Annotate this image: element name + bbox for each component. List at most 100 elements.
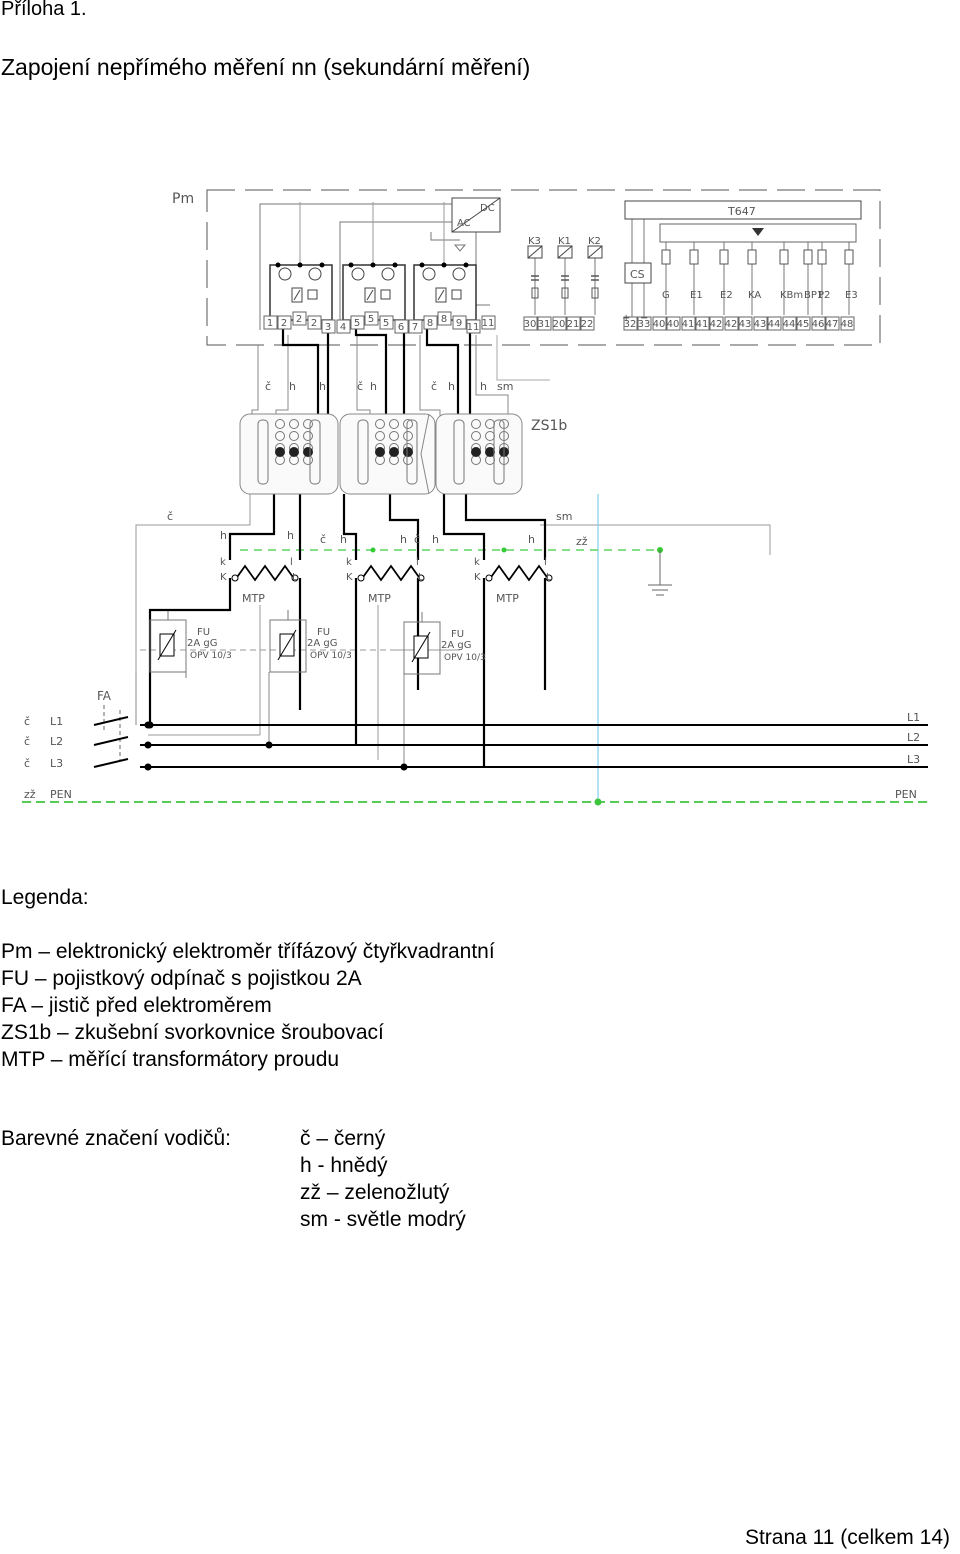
- terminal-box: [263, 315, 278, 330]
- io-label: KBm: [780, 290, 803, 301]
- junction-dot: [144, 741, 152, 749]
- terminal-box: [336, 319, 351, 334]
- aux-supply-wire: [339, 221, 452, 330]
- dc-label: DC: [480, 203, 495, 214]
- terminal-box: [767, 316, 782, 331]
- diagram-static-lines: [22, 189, 928, 806]
- terminal-box: [466, 319, 481, 334]
- terminal-number: 33: [638, 319, 651, 330]
- diagram-blocks: [149, 197, 862, 675]
- earth-dot: [501, 547, 507, 553]
- current-wire: [281, 320, 320, 418]
- terminal-box: [321, 319, 336, 334]
- junction-dot: [275, 262, 281, 268]
- fuse-rating: 2A gG: [307, 638, 337, 649]
- wire-color-label: sm: [497, 380, 513, 393]
- terminal-number: 8: [427, 318, 433, 329]
- wire-color-label: h: [340, 533, 347, 546]
- ct-terminal-l: l: [290, 557, 293, 568]
- voltage-coil-icon: [308, 267, 322, 281]
- io-resistor: [803, 249, 813, 265]
- zs1b-section: [339, 413, 436, 495]
- ct-terminal: [417, 574, 425, 582]
- terminal-screw-dark: [389, 447, 399, 457]
- t647-module: [624, 200, 862, 220]
- relay-label-k1: K1: [558, 236, 571, 247]
- sensor-diagonal: [437, 289, 445, 301]
- sensor-diagonal: [293, 289, 301, 301]
- relay-diagonal: [527, 245, 543, 259]
- junction-dot: [463, 262, 469, 268]
- wire-color-label: č: [414, 533, 420, 546]
- legend-title: Legenda:: [1, 886, 89, 909]
- junction-dot: [419, 262, 425, 268]
- terminal-box: [423, 315, 438, 330]
- terminal-box: [811, 316, 826, 331]
- terminal-box: [307, 315, 322, 330]
- ct-terminal-L: L: [546, 572, 552, 583]
- legend-item-pm: Pm – elektronický elektroměr třífázový č…: [1, 940, 495, 963]
- terminal-number: 46: [812, 319, 825, 330]
- wire: [419, 335, 441, 418]
- terminal-number: 47: [826, 319, 839, 330]
- junction-dot: [144, 763, 152, 771]
- sensor-box: [364, 287, 376, 303]
- line-name-label-right: L2: [907, 731, 920, 744]
- terminal-number: 2: [281, 318, 287, 329]
- terminal-number: 11: [482, 318, 495, 329]
- current-coil-icon: [278, 267, 292, 281]
- fuse-box: [149, 619, 187, 673]
- terminal-screw: [303, 419, 313, 429]
- legend-item-zs1b: ZS1b – zkušební svorkovnice šroubovací: [1, 1021, 384, 1044]
- relay-resistor: [591, 287, 599, 299]
- aux-supply-wire: [259, 203, 452, 330]
- ct-terminal: [357, 574, 365, 582]
- junction-dot: [265, 741, 273, 749]
- wire-color-label: h: [448, 380, 455, 393]
- ct-terminal: [545, 574, 553, 582]
- terminal-number: 22: [581, 319, 594, 330]
- current-wire: [464, 494, 547, 560]
- sensor-box: [435, 287, 447, 303]
- terminal-number: 30: [524, 319, 537, 330]
- ct-terminal: [291, 574, 299, 582]
- line-color-label: č: [24, 735, 30, 748]
- terminal-number: 2: [296, 314, 302, 325]
- fuse-diagonal: [277, 629, 297, 661]
- terminal-screw: [389, 431, 399, 441]
- terminal-number: 1: [267, 318, 273, 329]
- terminal-box: [379, 315, 394, 330]
- current-coil-icon: [351, 267, 365, 281]
- zs1b-section: [239, 413, 339, 495]
- wire-color-label: č: [265, 380, 271, 393]
- terminal-number: 3: [325, 322, 331, 333]
- current-wire: [388, 494, 420, 560]
- terminal-box: [652, 316, 667, 331]
- terminal-box: [566, 316, 581, 331]
- fuse-label: FU: [451, 629, 464, 640]
- relay-coil: [557, 245, 573, 259]
- sensor-diagonal: [366, 289, 374, 301]
- fa-switch-contact: [93, 736, 129, 746]
- ct-terminal-l: l: [416, 557, 419, 568]
- wire: [475, 335, 509, 418]
- junction-dot: [400, 763, 408, 771]
- ct-winding: [360, 564, 422, 582]
- terminal-box: [782, 316, 797, 331]
- terminal-number: 5: [354, 318, 360, 329]
- aux-supply-wire: [475, 232, 490, 306]
- relay-resistor: [531, 287, 539, 299]
- terminal-screw: [471, 419, 481, 429]
- current-wire: [354, 320, 388, 418]
- wire-color-label: h: [287, 529, 294, 542]
- terminal-number: 42: [710, 319, 723, 330]
- ct-terminal-K: K: [474, 572, 481, 583]
- terminal-box: [537, 316, 552, 331]
- fuse-label: FU: [317, 627, 330, 638]
- junction-dot: [319, 262, 325, 268]
- page-footer: Strana 11 (celkem 14): [744, 1526, 950, 1549]
- current-wire: [342, 494, 358, 560]
- terminal-number: 21: [567, 319, 580, 330]
- fa-switch-contact: [93, 716, 129, 726]
- fuse-box: [269, 619, 307, 673]
